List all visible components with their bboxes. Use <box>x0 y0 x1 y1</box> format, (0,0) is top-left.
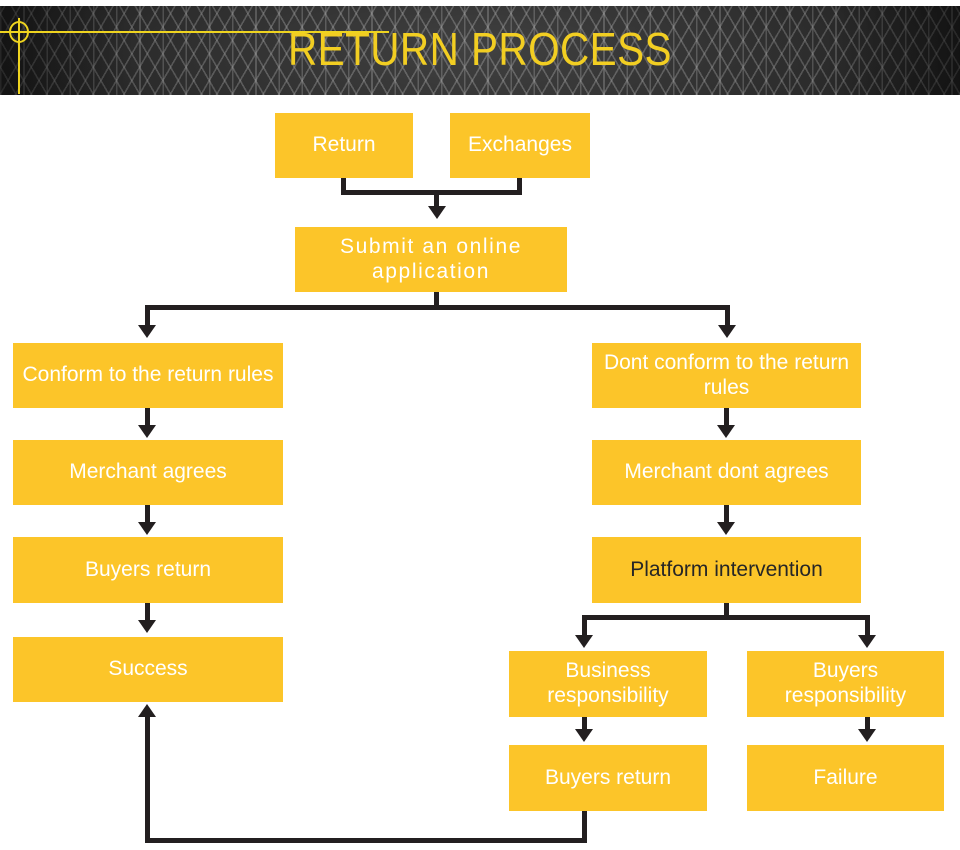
arrow-down-icon-to-merchant-dont-agrees <box>717 425 735 438</box>
circle-marker-icon <box>9 21 29 43</box>
arrow-down-icon-to-merchant-agrees <box>138 425 156 438</box>
edge-platform-split-bar <box>582 615 870 620</box>
edge-merchant-agrees-to-buyers-return <box>145 505 150 524</box>
node-return[interactable]: Return <box>275 113 413 178</box>
edge-merge-to-submit <box>434 190 439 208</box>
edge-feedback-bottom-bar <box>145 838 587 843</box>
arrow-down-icon-to-buyers-responsibility <box>858 635 876 648</box>
edge-conform-to-merchant-agrees <box>145 408 150 427</box>
vertical-accent-line-icon <box>18 18 20 94</box>
node-conform-to-return-rules[interactable]: Conform to the return rules <box>13 343 283 408</box>
node-buyers-return-right[interactable]: Buyers return <box>509 745 707 811</box>
edge-buyers-return-to-success <box>145 603 150 622</box>
edge-feedback-down <box>582 811 587 843</box>
arrow-down-icon-to-business-responsibility <box>575 635 593 648</box>
node-buyers-return-left[interactable]: Buyers return <box>13 537 283 603</box>
arrow-down-icon-to-buyers-return-right <box>575 729 593 742</box>
edge-split-right-drop <box>725 305 730 327</box>
node-buyers-responsibility[interactable]: Buyers responsibility <box>747 651 944 717</box>
node-merchant-agrees[interactable]: Merchant agrees <box>13 440 283 505</box>
edge-split-bar-top <box>145 305 730 310</box>
arrow-down-icon-to-conform <box>138 325 156 338</box>
arrow-down-icon-to-buyers-return-left <box>138 522 156 535</box>
edge-platform-split-right-drop <box>865 615 870 637</box>
edge-split-left-drop <box>145 305 150 327</box>
edge-dont-conform-to-merchant-dont-agrees <box>724 408 729 427</box>
edge-exchanges-stem <box>517 178 522 195</box>
arrow-down-icon-to-platform <box>717 522 735 535</box>
node-merchant-dont-agrees[interactable]: Merchant dont agrees <box>592 440 861 505</box>
horizontal-accent-line-icon <box>0 31 389 33</box>
header-vignette <box>0 6 960 95</box>
node-dont-conform-to-return-rules[interactable]: Dont conform to the return rules <box>592 343 861 408</box>
lattice-pattern-background <box>0 6 960 95</box>
edge-business-to-buyers-return-right <box>582 717 587 732</box>
header-banner: RETURN PROCESS <box>0 6 960 95</box>
node-exchanges[interactable]: Exchanges <box>450 113 590 178</box>
page-title: RETURN PROCESS <box>287 22 673 75</box>
edge-platform-stem <box>724 603 729 618</box>
node-success[interactable]: Success <box>13 637 283 702</box>
arrow-down-icon-to-submit <box>428 206 446 219</box>
arrow-down-icon-to-success <box>138 620 156 633</box>
edge-buyers-responsibility-to-failure <box>865 717 870 732</box>
arrow-down-icon-to-dont-conform <box>718 325 736 338</box>
edge-platform-split-left-drop <box>582 615 587 637</box>
node-business-responsibility[interactable]: Business responsibility <box>509 651 707 717</box>
edge-merge-bar <box>341 190 522 195</box>
node-submit-application[interactable]: Submit an online application <box>295 227 567 292</box>
edge-return-stem <box>341 178 346 195</box>
edge-merchant-dont-agrees-to-platform <box>724 505 729 524</box>
edge-feedback-up <box>145 716 150 838</box>
arrow-down-icon-to-failure <box>858 729 876 742</box>
arrow-up-icon-to-success <box>138 704 156 717</box>
node-platform-intervention[interactable]: Platform intervention <box>592 537 861 603</box>
edge-submit-stem <box>434 292 439 310</box>
node-failure[interactable]: Failure <box>747 745 944 811</box>
